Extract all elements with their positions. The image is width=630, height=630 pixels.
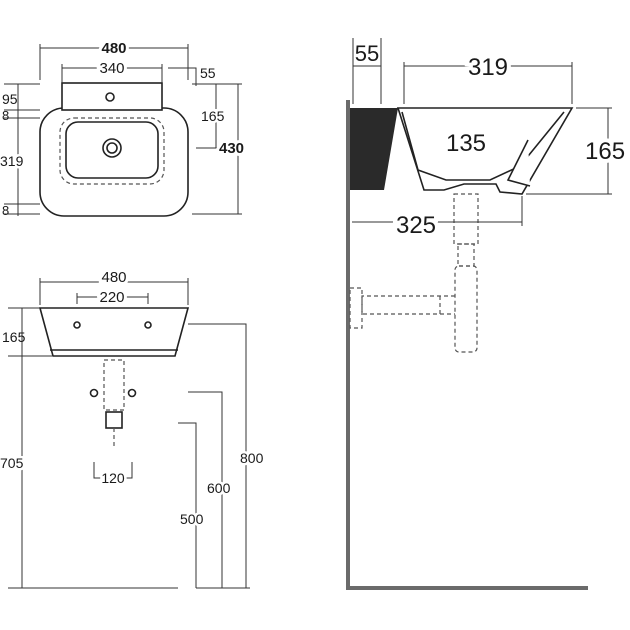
dim-top-deck-depth: 95: [2, 91, 18, 107]
side-view-trap-neck: [457, 243, 475, 267]
dim-side-wall-gap: 55: [355, 41, 379, 66]
front-view-waste-pipe: [103, 359, 125, 411]
dim-top-overall-depth: 430: [219, 140, 244, 157]
supply-valve-right: [127, 388, 137, 398]
dim-top-tap-offset: 55: [200, 65, 216, 81]
dim-front-overall-width: 480: [101, 269, 126, 286]
dim-line-800: [188, 323, 247, 588]
side-view-rear-block: [350, 108, 398, 190]
dim-top-rim-top: 8: [2, 108, 9, 123]
dim-front-rim-height-short: 705: [0, 455, 24, 471]
front-view-basin: [38, 307, 190, 357]
dim-line-500: [178, 422, 197, 588]
dim-front-fixing-spacing: 220: [99, 289, 124, 306]
dim-top-inner-width: 340: [99, 60, 124, 77]
tap-hole: [105, 92, 115, 102]
dim-side-bowl-length: 319: [468, 54, 508, 81]
dim-front-trap-spacing: 120: [101, 470, 125, 486]
top-view: 480 340 55 95 8 319 8 165 430: [0, 37, 247, 218]
dim-side-bowl-depth: 135: [446, 130, 486, 157]
dim-top-bowl-depth: 319: [0, 153, 24, 169]
side-view-wall-connector: [349, 287, 363, 329]
top-view-hidden-outline: [59, 117, 165, 185]
dim-side-basin-height: 165: [585, 138, 625, 165]
dim-line-120: [93, 462, 133, 479]
side-view: 55 319 135 165 325: [346, 38, 629, 590]
dim-front-supply-height: 600: [207, 480, 231, 496]
side-view-trap-arm: [361, 295, 455, 315]
wall-and-floor: [346, 100, 588, 590]
front-view-waste-outlet: [105, 411, 123, 429]
fixing-hole-left: [73, 321, 81, 329]
dim-front-waste-height: 500: [180, 511, 204, 527]
dim-front-rim-height-tall: 800: [240, 450, 264, 466]
drain-inner: [106, 142, 118, 154]
side-view-trap-body: [454, 265, 478, 353]
dim-side-base-length: 325: [396, 212, 436, 239]
front-view: 480 220 165 705 120 500 600 800: [0, 266, 266, 589]
supply-valve-left: [89, 388, 99, 398]
dim-top-bowl-to-back: 165: [201, 108, 225, 124]
dim-front-basin-height: 165: [2, 329, 26, 345]
dim-line-55-top: [168, 67, 197, 86]
side-view-waste-pipe: [453, 193, 479, 245]
dim-top-rim-bottom: 8: [2, 203, 9, 218]
side-view-overflow: [506, 139, 531, 187]
dim-line-600: [188, 391, 223, 588]
dim-top-overall-width: 480: [101, 40, 126, 57]
fixing-hole-right: [144, 321, 152, 329]
